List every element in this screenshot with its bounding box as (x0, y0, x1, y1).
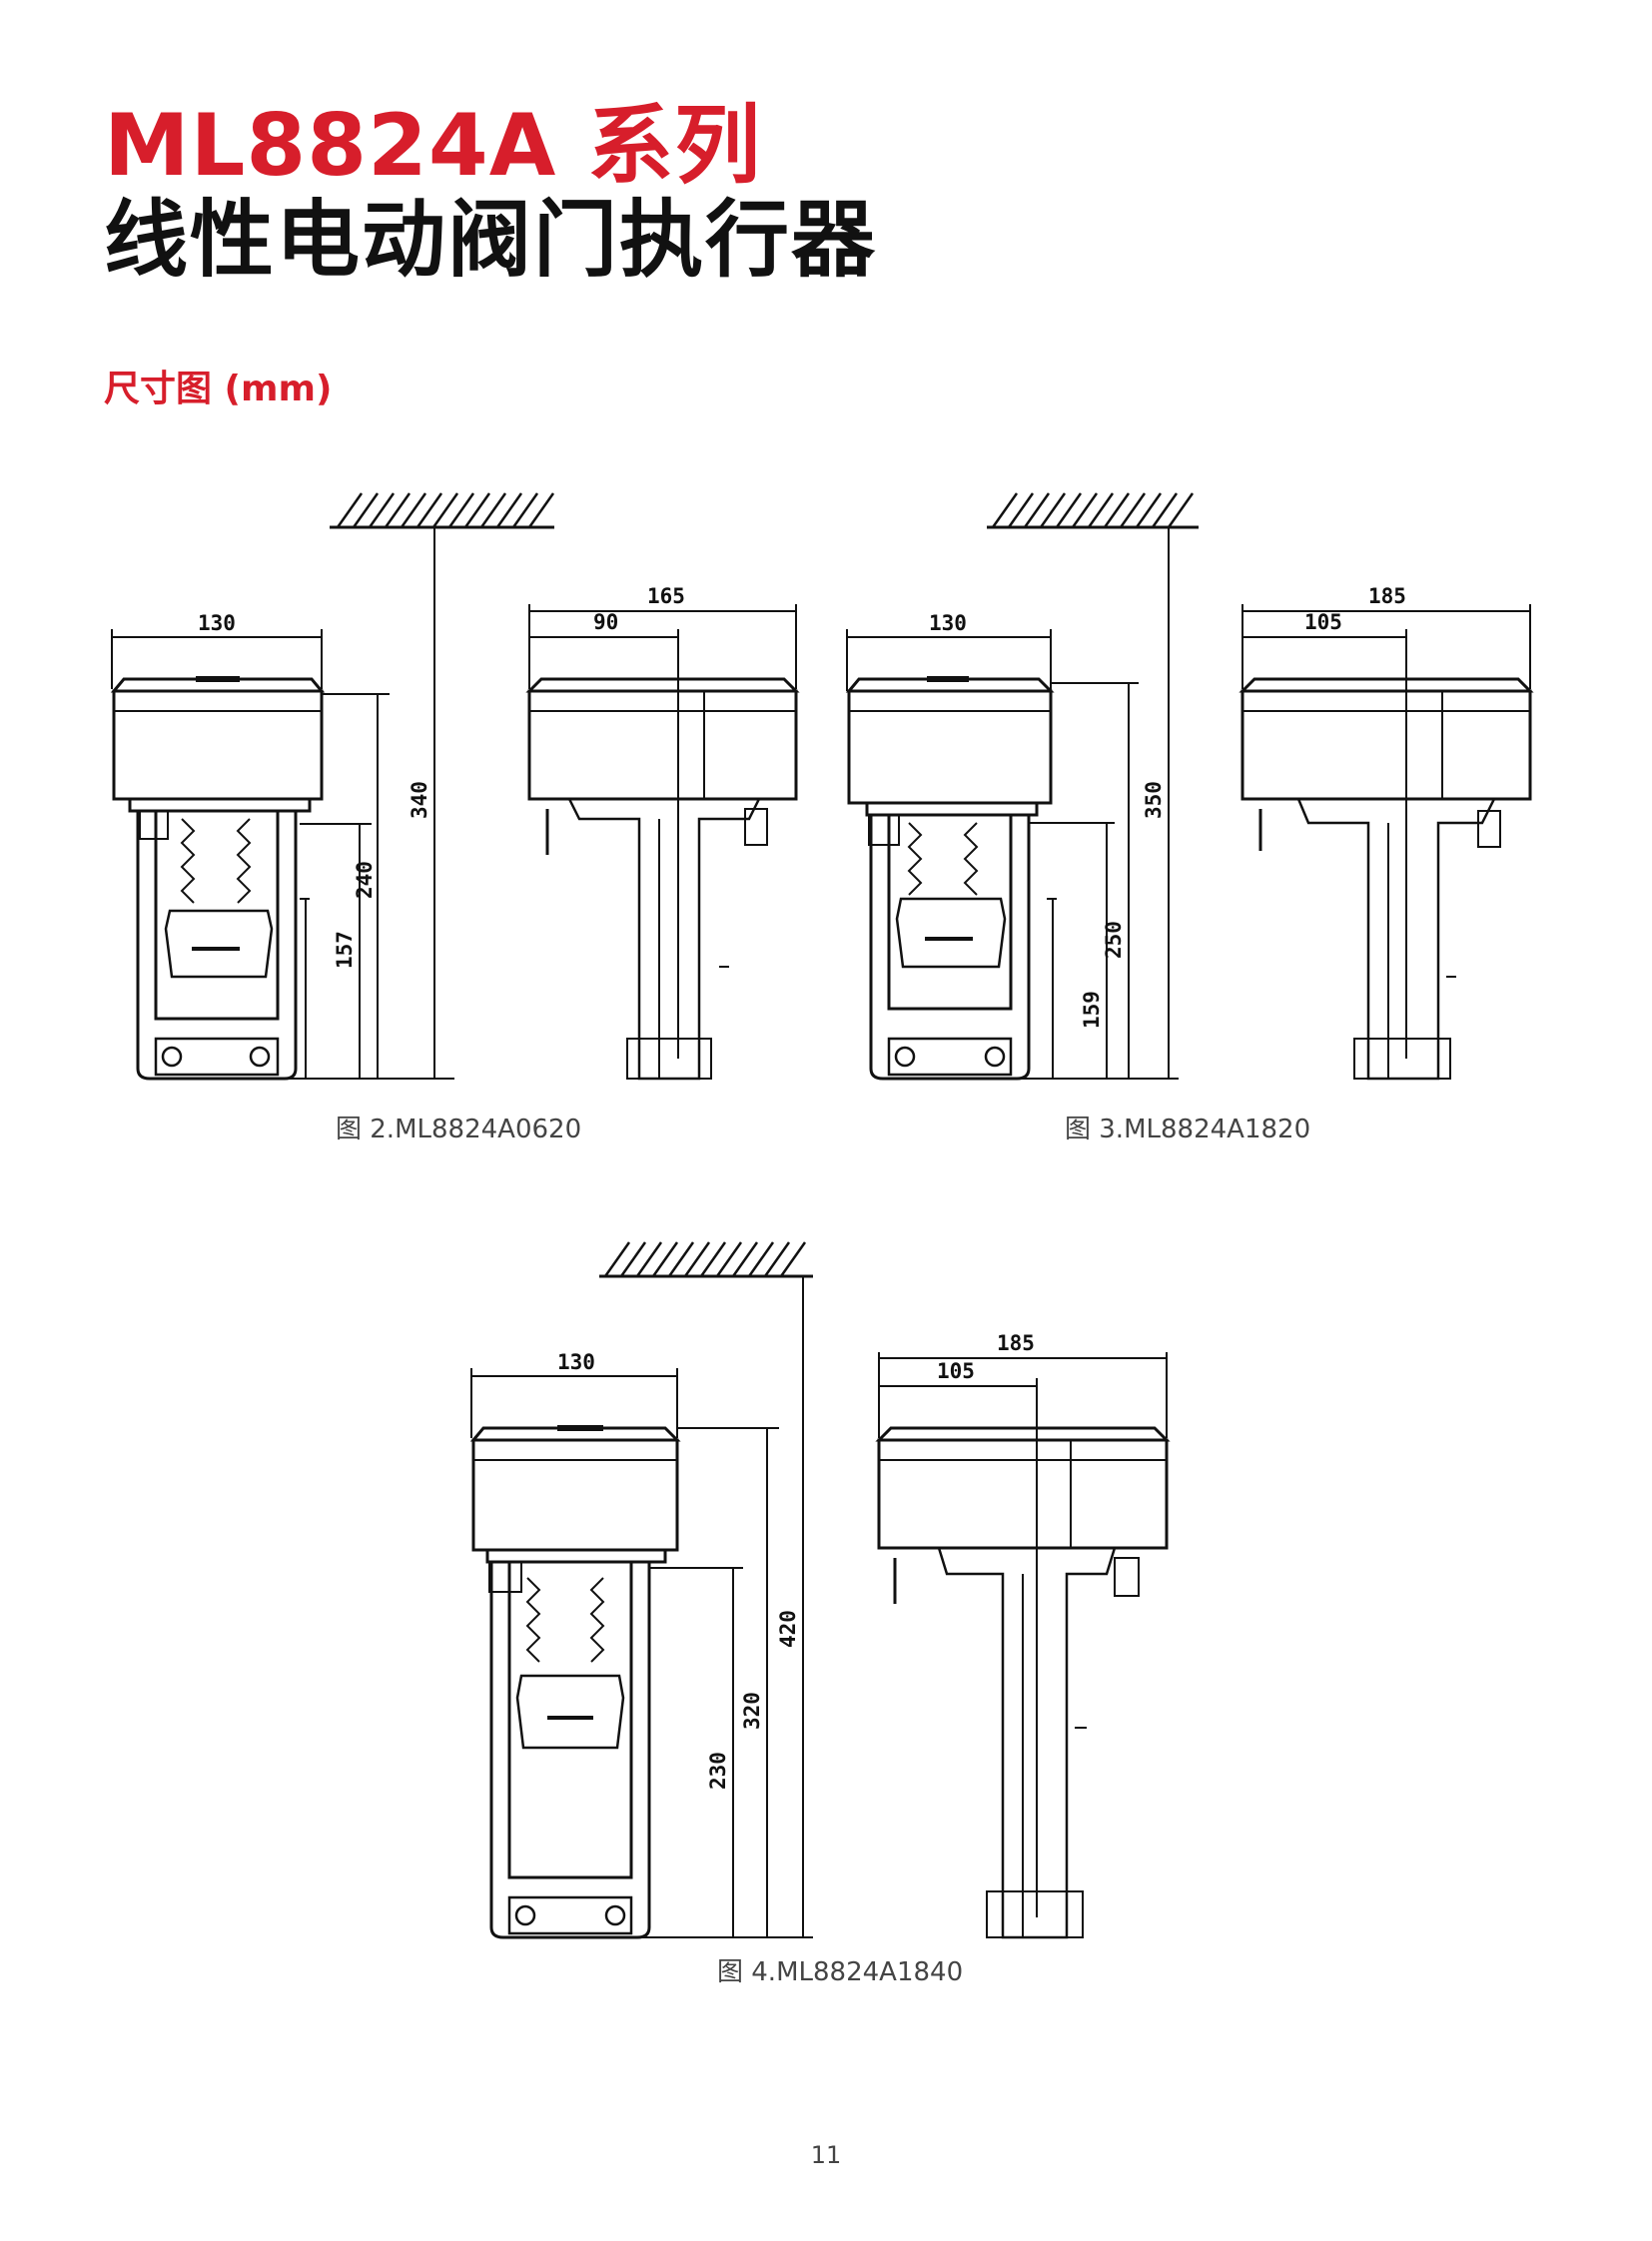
fig4-side-partial: 105 (937, 1359, 975, 1383)
figure-3-drawing: 130 350 250 159 185 105 (839, 479, 1558, 1109)
fig3-side-partial: 105 (1304, 610, 1342, 634)
figure-2-svg: 130 340 240 157 165 90 (110, 492, 800, 1081)
fig4-side-total: 185 (997, 1331, 1035, 1355)
fig4-front-dim-total: 420 (776, 1610, 800, 1648)
figure-3-caption: 图 3.ML8824A1820 (1065, 1115, 1311, 1144)
fig4-front-width: 130 (557, 1350, 595, 1374)
page-number: 11 (810, 2141, 842, 2169)
fig3-front-dim-low: 159 (1080, 991, 1104, 1029)
fig2-side-partial: 90 (593, 610, 618, 634)
figure-4-caption: 图 4.ML8824A1840 (717, 1957, 964, 1987)
fig2-front-width: 130 (198, 611, 236, 635)
section-heading: 尺寸图 (mm) (104, 369, 333, 409)
figure-3-svg: 130 350 250 159 185 105 (845, 492, 1534, 1081)
fig2-front-dim-low: 157 (333, 931, 357, 969)
fig2-front-dim-mid: 240 (353, 861, 377, 899)
fig2-side-total: 165 (647, 584, 685, 608)
fig4-front-dim-low: 230 (706, 1752, 730, 1790)
figure-4-drawing: 130 420 320 230 185 105 (467, 1228, 1187, 1947)
fig3-front-width: 130 (929, 611, 967, 635)
fig3-front-dim-total: 350 (1142, 781, 1166, 819)
fig2-front-dim-total: 340 (408, 781, 431, 819)
title-line2: 线性电动阀门执行器 (104, 191, 878, 289)
figure-4-svg: 130 420 320 230 185 105 (469, 1241, 1171, 1939)
fig3-side-total: 185 (1368, 584, 1406, 608)
fig4-front-dim-mid: 320 (740, 1692, 764, 1730)
figure-2-drawing: 130 340 240 157 165 90 (100, 479, 819, 1109)
figure-2-caption: 图 2.ML8824A0620 (336, 1115, 582, 1144)
fig3-front-dim-mid: 250 (1102, 921, 1126, 959)
title-line1: ML8824A 系列 (104, 96, 762, 196)
